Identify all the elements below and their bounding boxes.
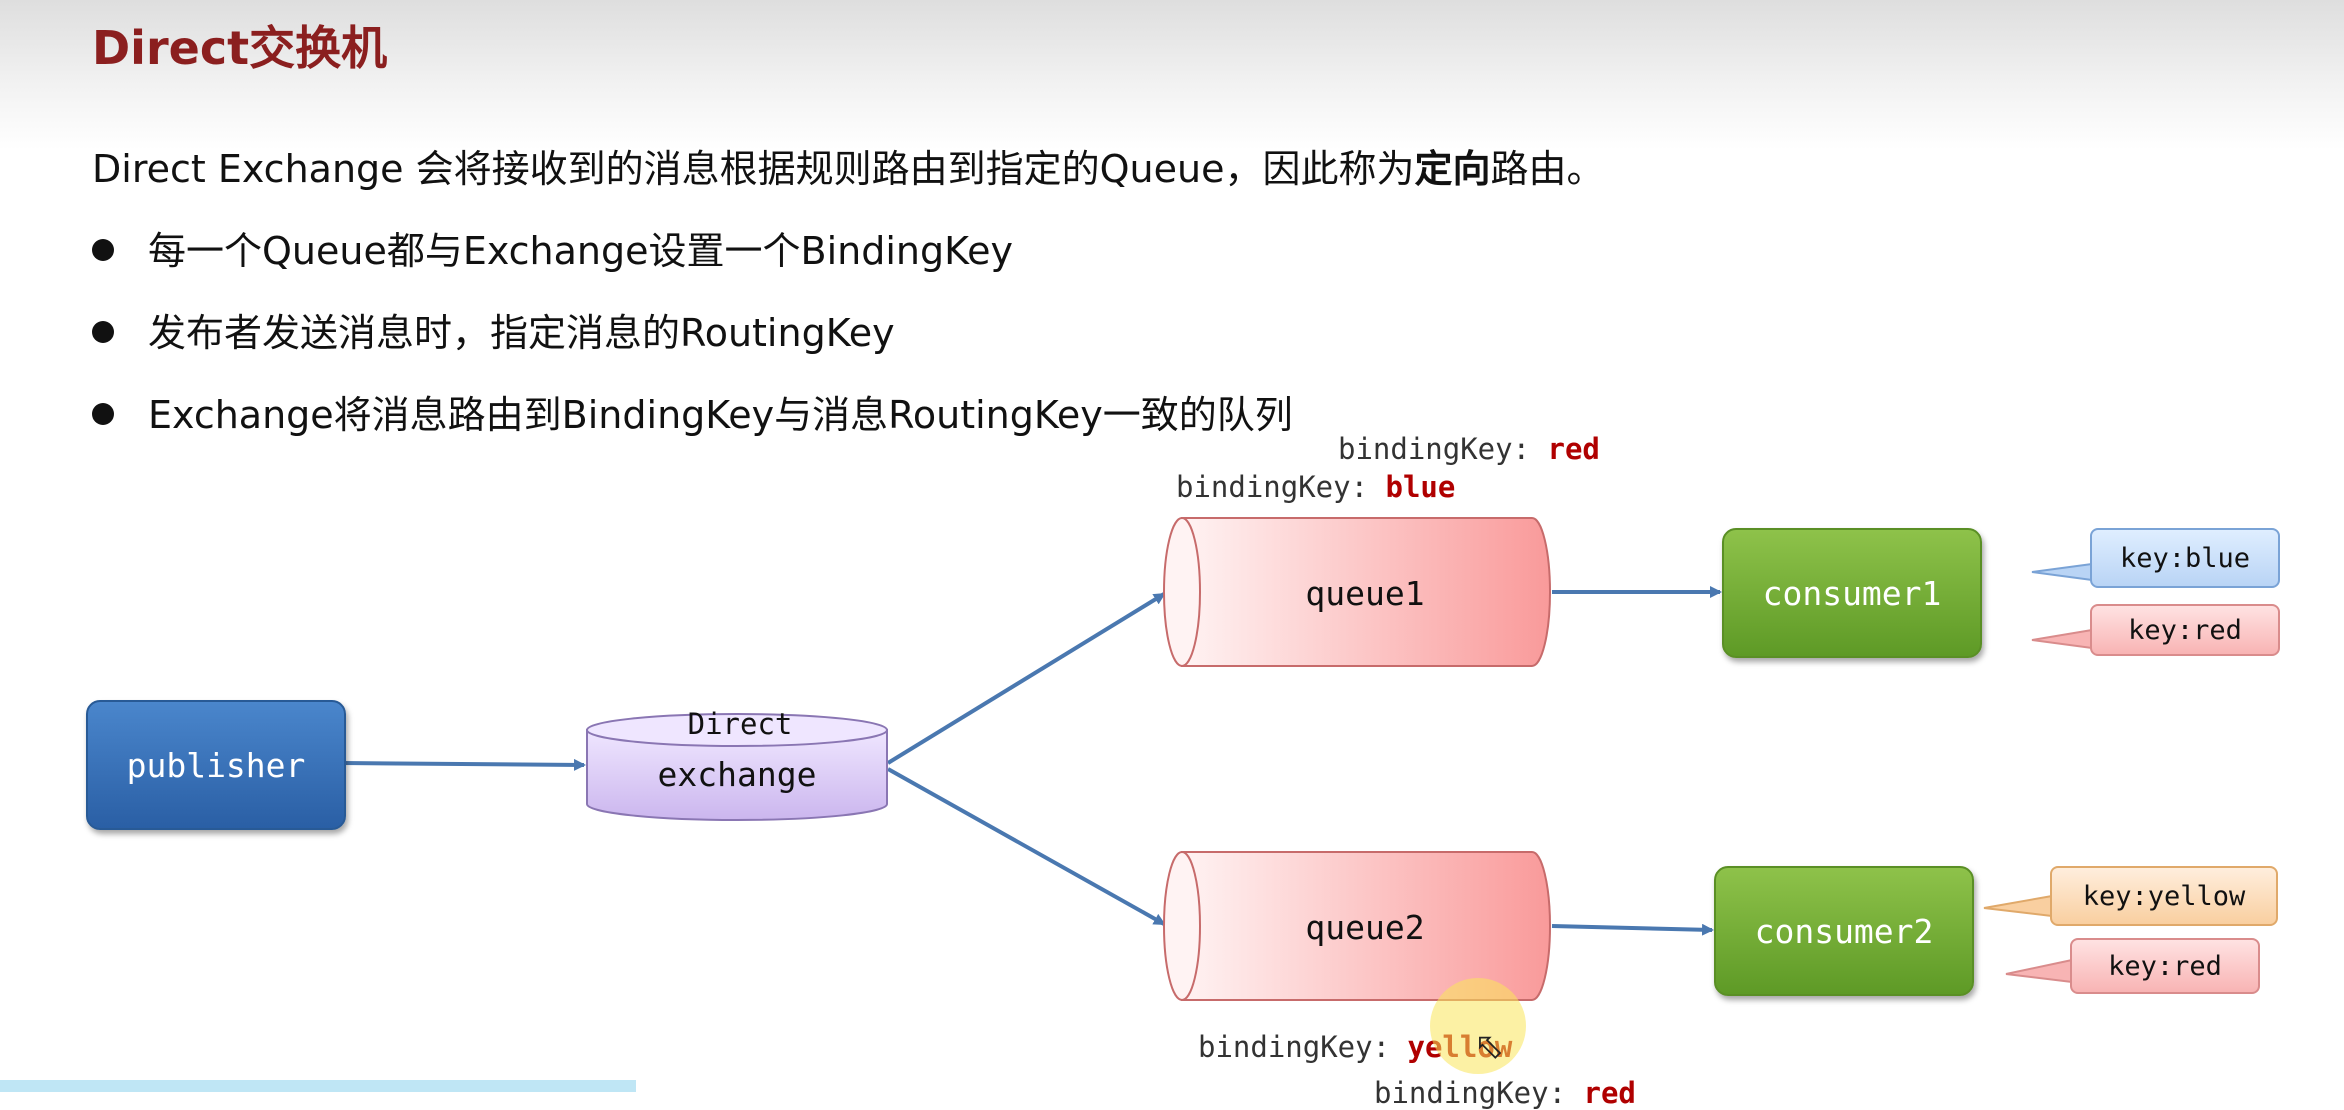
queue1-node [1163, 517, 1551, 667]
binding-value: blue [1385, 470, 1456, 504]
binding-prefix: bindingKey: [1176, 470, 1386, 504]
arrow-exchange-queue2 [887, 767, 1166, 926]
bullet-item: 发布者发送消息时，指定消息的RoutingKey [92, 302, 895, 357]
bullet-dot-icon [92, 402, 114, 425]
slide-title: Direct交换机 [92, 21, 388, 75]
binding-value: red [1547, 432, 1600, 466]
queue2-node [1163, 851, 1551, 1001]
exchange-node [586, 713, 888, 821]
bullet-text: 每一个Queue都与Exchange设置一个BindingKey [148, 229, 1014, 273]
queue1-binding-red: bindingKey: red [1338, 432, 1600, 466]
consumer2-node: consumer2 [1714, 866, 1974, 996]
queue2-binding-red: bindingKey: red [1374, 1076, 1636, 1110]
queue1-label: queue1 [1305, 573, 1425, 613]
bullet-item: 每一个Queue都与Exchange设置一个BindingKey [92, 220, 1013, 275]
intro-text: Direct Exchange 会将接收到的消息根据规则路由到指定的Queue，… [92, 138, 1604, 193]
callout-tail [2031, 628, 2093, 650]
arrow-exchange-queue1 [886, 592, 1166, 765]
binding-value: red [1583, 1076, 1636, 1110]
callout-tail [2005, 958, 2073, 984]
arrow-queue2-consumer2 [1551, 923, 1714, 936]
consumer2-key-red: key:red [2070, 938, 2260, 994]
intro-pre: Direct Exchange 会将接收到的消息根据规则路由到指定的Queue，… [92, 147, 1415, 191]
mouse-pointer-icon: ⬁ [1474, 1026, 1505, 1067]
publisher-node: publisher [86, 700, 346, 830]
intro-post: 路由。 [1490, 147, 1605, 191]
bullet-dot-icon [92, 238, 114, 261]
consumer2-key-yellow: key:yellow [2050, 866, 2278, 926]
bullet-dot-icon [92, 320, 114, 343]
queue1-binding-blue: bindingKey: blue [1176, 470, 1455, 504]
binding-prefix: bindingKey: [1374, 1076, 1584, 1110]
queue2-label: queue2 [1305, 907, 1425, 947]
intro-bold: 定向 [1414, 147, 1491, 191]
arrow-publisher-exchange [341, 758, 586, 771]
bullet-text: 发布者发送消息时，指定消息的RoutingKey [148, 311, 895, 355]
consumer1-key-red: key:red [2090, 604, 2280, 656]
bullet-item: Exchange将消息路由到BindingKey与消息RoutingKey一致的… [92, 384, 1293, 439]
consumer1-key-blue: key:blue [2090, 528, 2280, 588]
callout-tail [2031, 562, 2093, 582]
bottom-progress-strip [0, 1080, 636, 1092]
callout-tail [1983, 894, 2053, 918]
binding-prefix: bindingKey: [1198, 1030, 1408, 1064]
exchange-label: exchange [657, 754, 817, 794]
exchange-type-label: Direct [687, 707, 793, 741]
bullet-text: Exchange将消息路由到BindingKey与消息RoutingKey一致的… [148, 393, 1293, 437]
binding-prefix: bindingKey: [1338, 432, 1548, 466]
consumer1-node: consumer1 [1722, 528, 1982, 658]
cursor-highlight [1430, 978, 1526, 1074]
title-band [0, 0, 2344, 150]
